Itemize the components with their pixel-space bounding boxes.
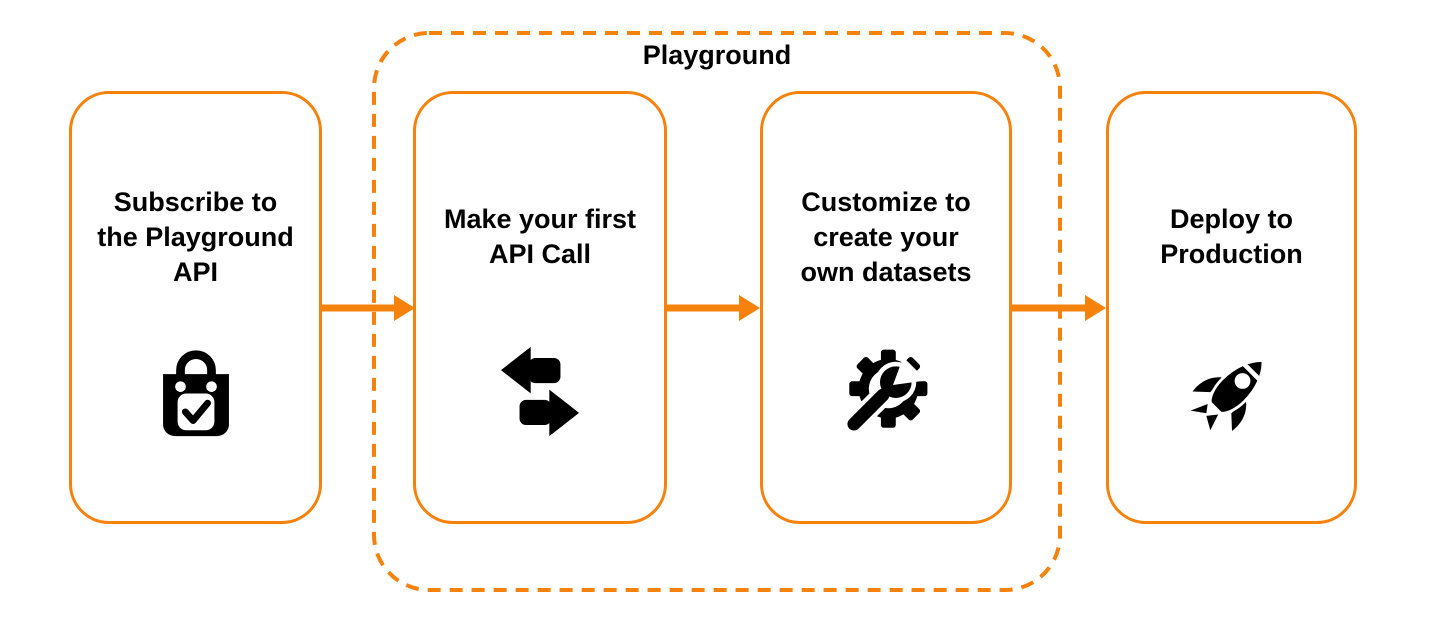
gear-wrench-icon — [763, 344, 1009, 439]
arrow-customize-to-deploy — [1012, 295, 1106, 321]
step-box-first-api-call: Make your first API Call — [413, 91, 667, 524]
step-box-deploy: Deploy to Production — [1106, 91, 1357, 524]
playground-group-label: Playground — [642, 40, 792, 70]
transfer-arrows-icon — [416, 344, 664, 439]
step-title: Subscribe to the Playground API — [97, 186, 294, 287]
step-title: Customize to create your own datasets — [800, 186, 972, 287]
step-title: Deploy to Production — [1160, 204, 1303, 269]
step-title: Make your first API Call — [443, 204, 637, 269]
step-box-subscribe: Subscribe to the Playground API — [69, 91, 322, 524]
shopping-bag-check-icon — [72, 344, 319, 439]
arrow-subscribe-to-first-call — [322, 295, 415, 321]
arrow-first-call-to-customize — [667, 295, 760, 321]
step-box-customize: Customize to create your own datasets — [760, 91, 1012, 524]
rocket-icon — [1109, 344, 1354, 439]
